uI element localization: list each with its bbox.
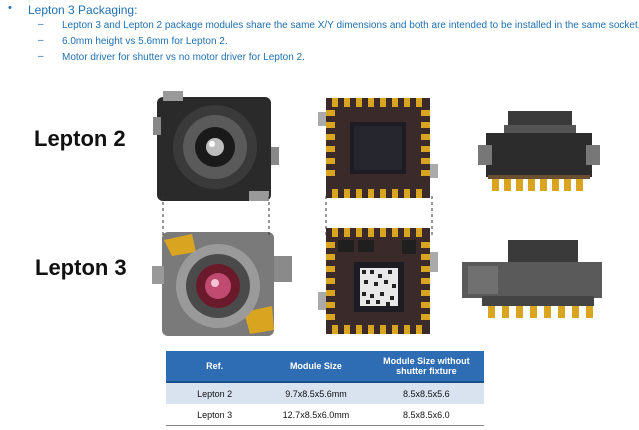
table-cell: 12.7x8.5x6.0mm <box>263 404 369 426</box>
lepton2-pcb-photo <box>318 98 438 198</box>
lepton2-label: Lepton 2 <box>34 126 126 151</box>
bullet-dot: • <box>8 2 12 14</box>
subpoint-text: Motor driver for shutter vs no motor dri… <box>62 52 305 63</box>
table-cell: Lepton 2 <box>166 382 264 404</box>
lepton3-label: Lepton 3 <box>35 255 127 280</box>
header-ref: Ref. <box>166 351 264 383</box>
packaging-notes: • Lepton 3 Packaging: – Lepton 3 and Lep… <box>6 2 639 66</box>
table-cell: 8.5x8.5x5.6 <box>368 382 484 404</box>
lepton3-side-photo <box>462 240 602 318</box>
subpoint: – 6.0mm height vs 5.6mm for Lepton 2. <box>6 34 636 50</box>
table-header-row: Ref. Module Size Module Size without shu… <box>166 351 484 383</box>
heading-text: Lepton 3 Packaging: <box>28 3 138 17</box>
table-row: Lepton 3 12.7x8.5x6.0mm 8.5x8.5x6.0 <box>166 404 484 426</box>
lepton2-side-photo <box>478 111 600 191</box>
subpoint-dash: – <box>38 35 44 46</box>
header-module-size-without-shutter: Module Size without shutter fixture <box>368 351 484 383</box>
subpoint: – Motor driver for shutter vs no motor d… <box>6 50 636 66</box>
subpoint-text: Lepton 3 and Lepton 2 package modules sh… <box>62 20 639 31</box>
lepton2-top-photo <box>153 91 279 201</box>
table-cell: 8.5x8.5x6.0 <box>368 404 484 426</box>
table-cell: 9.7x8.5x5.6mm <box>263 382 369 404</box>
subpoint-text: 6.0mm height vs 5.6mm for Lepton 2. <box>62 36 228 47</box>
lepton3-top-photo <box>152 232 292 336</box>
heading-bullet: • Lepton 3 Packaging: <box>6 2 636 18</box>
table-row: Lepton 2 9.7x8.5x5.6mm 8.5x8.5x5.6 <box>166 382 484 404</box>
subpoint-dash: – <box>38 51 44 62</box>
module-size-table: Ref. Module Size Module Size without shu… <box>166 351 484 426</box>
table-cell: Lepton 3 <box>166 404 264 426</box>
subpoint-dash: – <box>38 19 44 30</box>
alignment-guides <box>162 196 433 236</box>
lepton3-pcb-photo <box>318 228 438 334</box>
subpoint: – Lepton 3 and Lepton 2 package modules … <box>6 18 639 34</box>
header-module-size: Module Size <box>263 351 369 383</box>
